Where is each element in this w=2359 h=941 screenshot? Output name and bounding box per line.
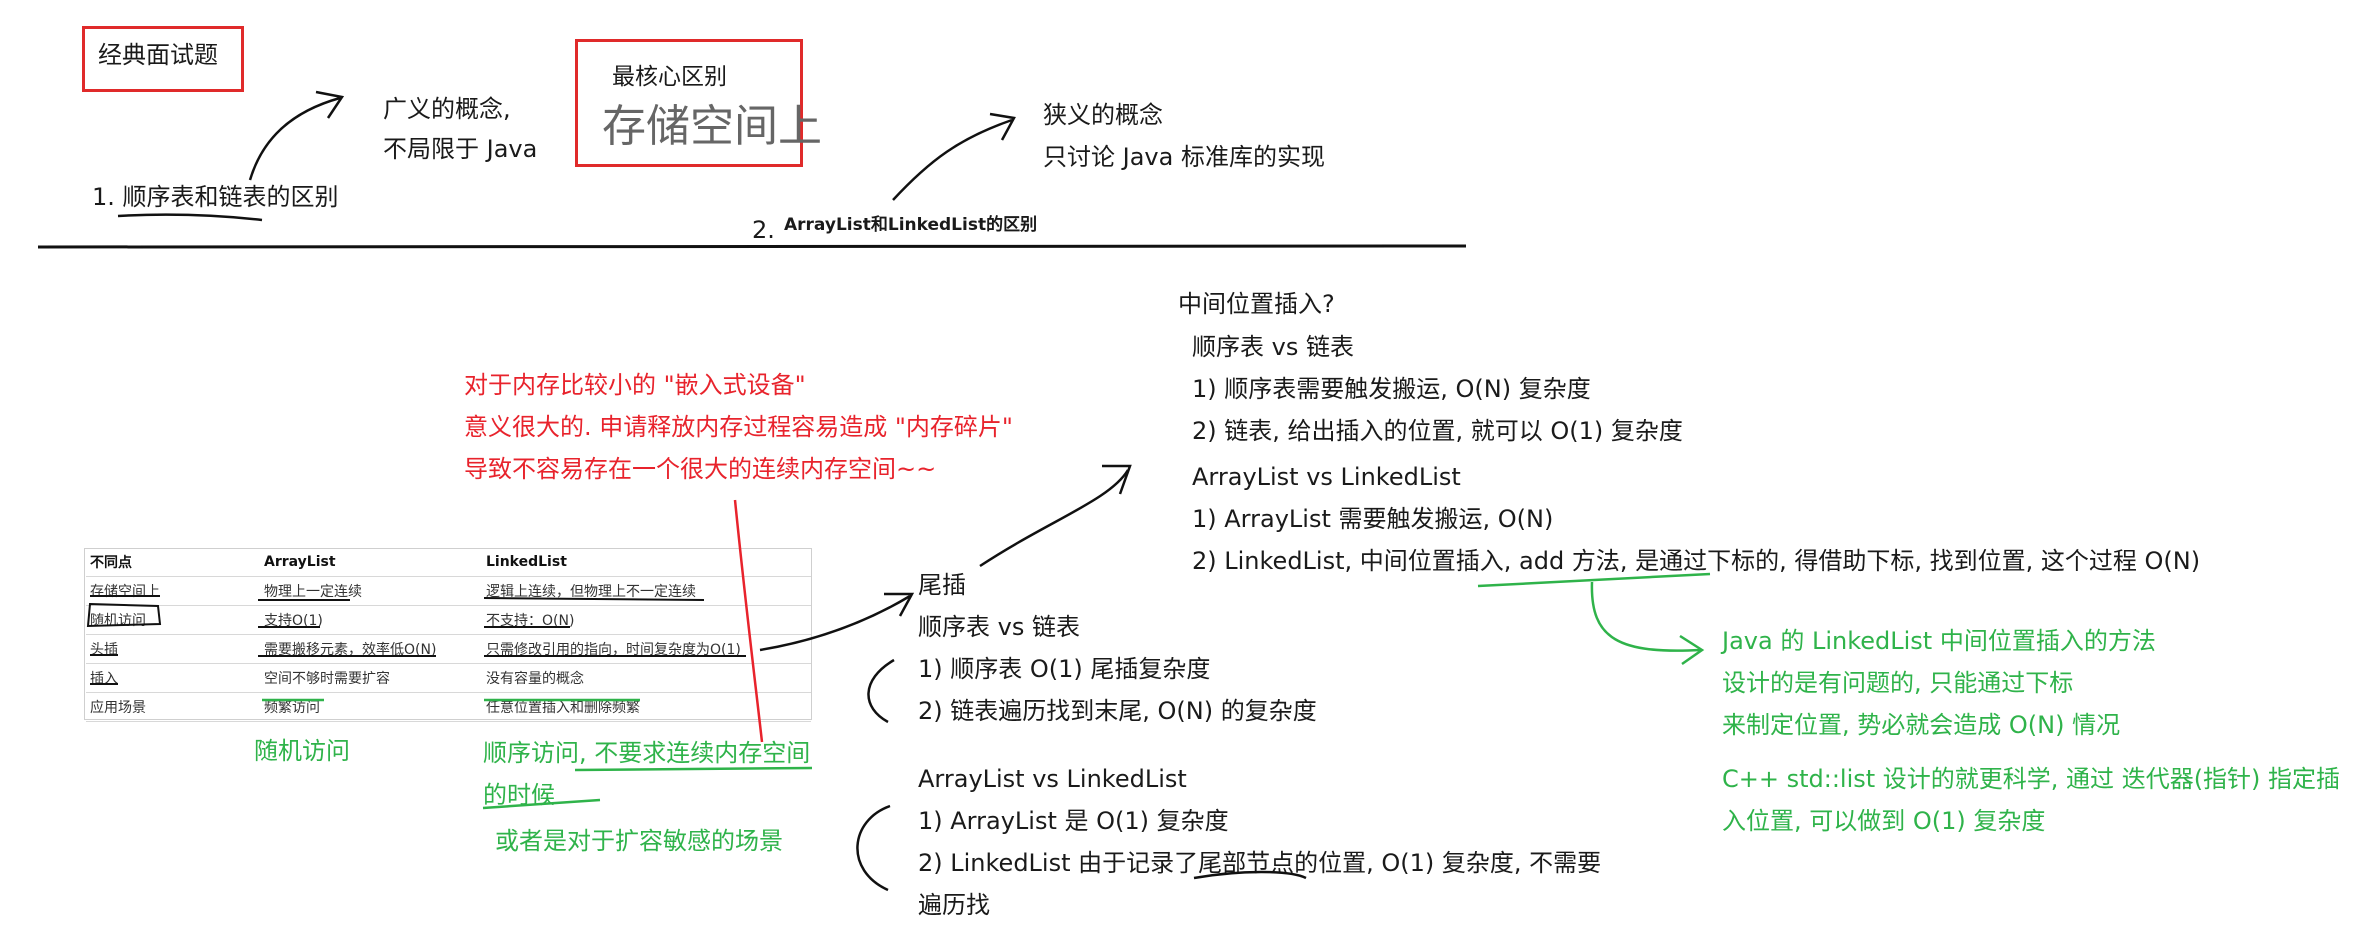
core-heading: 最核心区别	[612, 64, 727, 90]
red-note-3: 导致不容易存在一个很大的连续内存空间~~	[464, 455, 937, 483]
broad-line-1: 广义的概念,	[383, 95, 511, 123]
tail-bracket	[867, 658, 895, 724]
table-cell: 物理上一定连续	[260, 576, 482, 606]
table-cell: 头插	[86, 634, 260, 664]
sequential-note-2: 的时候	[483, 781, 555, 809]
tail-insert-title: 尾插	[918, 571, 966, 599]
arrow-head	[1679, 634, 1705, 666]
mid-line: 2) LinkedList, 中间位置插入, add 方法, 是通过下标的, 得…	[1192, 547, 2201, 575]
green-java-3: 来制定位置, 势必就会造成 O(N) 情况	[1722, 711, 2121, 739]
arrow-head	[884, 592, 915, 617]
table-row: 插入 空间不够时需要扩容 没有容量的概念	[86, 663, 811, 693]
tail-line: 顺序表 vs 链表	[918, 613, 1080, 641]
tail2-bracket	[856, 804, 891, 892]
arrow-to-broad	[248, 96, 341, 181]
tail-line2: 遍历找	[918, 891, 990, 919]
broad-line-2: 不局限于 Java	[383, 135, 538, 163]
core-big: 存储空间上	[602, 101, 822, 152]
green-cpp-2: 入位置, 可以做到 O(1) 复杂度	[1722, 807, 2046, 835]
table-header-row: 不同点 ArrayList LinkedList	[86, 548, 811, 577]
random-access-note: 随机访问	[254, 737, 350, 765]
narrow-line-2: 只讨论 Java 标准库的实现	[1043, 143, 1325, 171]
table-row: 头插 需要搬移元素，效率低O(N) 只需修改引用的指向，时间复杂度为O(1)	[86, 634, 811, 664]
table-cell: 支持O(1)	[260, 605, 482, 635]
arrow-to-java	[1590, 581, 1701, 652]
mid-line: 1) 顺序表需要触发搬运, O(N) 复杂度	[1192, 375, 1591, 403]
table-header: 不同点	[86, 548, 260, 577]
red-note-1: 对于内存比较小的 "嵌入式设备"	[464, 371, 806, 399]
table-cell: 插入	[86, 663, 260, 693]
table-row: 存储空间上 物理上一定连续 逻辑上连续，但物理上不一定连续	[86, 576, 811, 606]
topic2: ArrayList和LinkedList的区别	[784, 215, 1038, 235]
title-box	[82, 26, 244, 92]
green-java-2: 设计的是有问题的, 只能通过下标	[1722, 669, 2074, 697]
table-cell: 没有容量的概念	[482, 663, 811, 693]
sequential-note-3: 或者是对于扩容敏感的场景	[495, 827, 783, 855]
topic1: 1. 顺序表和链表的区别	[92, 183, 339, 211]
arrow-to-mid	[979, 469, 1130, 568]
tail-line: 2) 链表遍历找到末尾, O(N) 的复杂度	[918, 697, 1317, 725]
sequential-note-1: 顺序访问, 不要求连续内存空间	[483, 739, 811, 767]
mid-line: 1) ArrayList 需要触发搬运, O(N)	[1192, 505, 1554, 533]
title-text: 经典面试题	[98, 41, 218, 69]
table-cell: 频繁访问	[260, 692, 482, 722]
table-cell: 随机访问	[86, 605, 260, 635]
mid-line: ArrayList vs LinkedList	[1192, 463, 1461, 491]
tail-line: 1) 顺序表 O(1) 尾插复杂度	[918, 655, 1211, 683]
table-cell: 逻辑上连续，但物理上不一定连续	[482, 576, 811, 606]
table-header: LinkedList	[482, 548, 811, 577]
mid-insert-title: 中间位置插入?	[1178, 290, 1335, 318]
core-box	[575, 39, 803, 167]
mid-line: 2) 链表, 给出插入的位置, 就可以 O(1) 复杂度	[1192, 417, 1683, 445]
table-header: ArrayList	[260, 548, 482, 577]
tail-line2: 2) LinkedList 由于记录了尾部节点的位置, O(1) 复杂度, 不需…	[918, 849, 1602, 877]
mid-line: 顺序表 vs 链表	[1192, 333, 1354, 361]
arrow-head	[1102, 464, 1132, 495]
table-cell: 不支持：O(N)	[482, 605, 811, 635]
tail-line2: ArrayList vs LinkedList	[918, 765, 1187, 793]
tail-line2: 1) ArrayList 是 O(1) 复杂度	[918, 807, 1229, 835]
arrow-head	[315, 90, 345, 119]
red-note-2: 意义很大的. 申请释放内存过程容易造成 "内存碎片"	[464, 413, 1013, 441]
table-cell: 需要搬移元素，效率低O(N)	[260, 634, 482, 664]
topic2-num: 2.	[752, 216, 775, 244]
arrow-to-narrow	[892, 118, 1013, 201]
comparison-table: 不同点 ArrayList LinkedList 存储空间上 物理上一定连续 逻…	[86, 548, 811, 722]
table-cell: 只需修改引用的指向，时间复杂度为O(1)	[482, 634, 811, 664]
arrow-head	[989, 112, 1016, 141]
table-cell: 空间不够时需要扩容	[260, 663, 482, 693]
table-cell: 任意位置插入和删除频繁	[482, 692, 811, 722]
table-cell: 应用场景	[86, 692, 260, 722]
green-java-1: Java 的 LinkedList 中间位置插入的方法	[1722, 627, 2156, 655]
narrow-line-1: 狭义的概念	[1043, 101, 1163, 129]
green-cpp-1: C++ std::list 设计的就更科学, 通过 迭代器(指针) 指定插	[1722, 765, 2341, 793]
table-row: 应用场景 频繁访问 任意位置插入和删除频繁	[86, 692, 811, 722]
table-row: 随机访问 支持O(1) 不支持：O(N)	[86, 605, 811, 635]
table-cell: 存储空间上	[86, 576, 260, 606]
